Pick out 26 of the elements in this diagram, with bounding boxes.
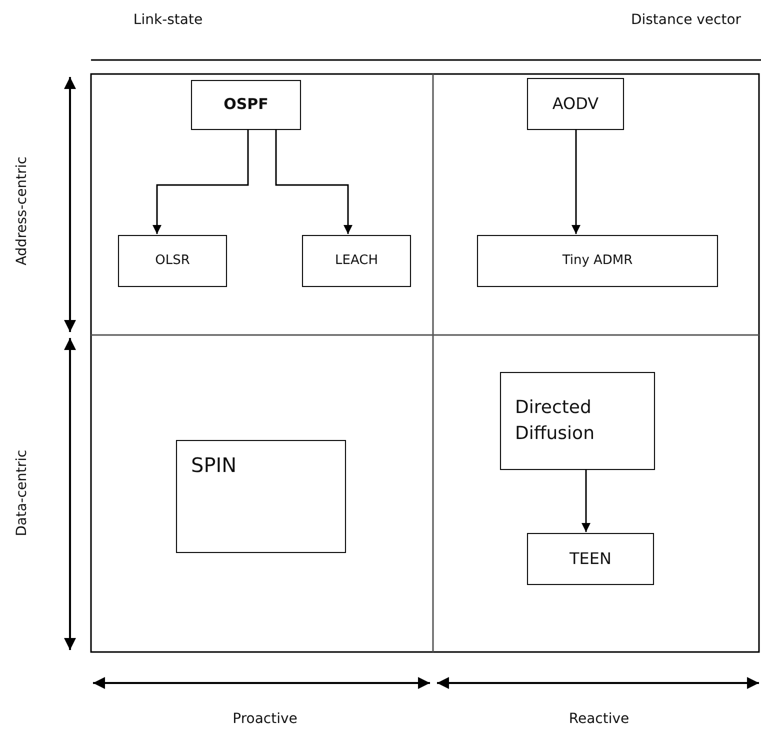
axis-label: Link-state [133, 12, 203, 28]
protocol-box [191, 80, 301, 130]
arrow [152, 130, 249, 234]
protocol-name: Directed Diffusion [515, 396, 596, 446]
protocol-box [500, 372, 655, 470]
protocol-box [527, 78, 624, 130]
protocol-name: OSPF [224, 94, 268, 116]
protocol-name: LEACH [335, 252, 378, 270]
protocol-box [176, 440, 346, 553]
protocol-box [302, 235, 411, 287]
axis-label: Address-centric [14, 156, 30, 266]
axis-label: Distance vector [630, 12, 742, 28]
axis-label: Data-centric [14, 450, 30, 536]
arrow [582, 470, 590, 532]
protocol-box [527, 533, 654, 585]
axis-label: Proactive [232, 711, 298, 727]
protocol-name: SPIN [191, 452, 237, 479]
protocol-name: OLSR [155, 252, 190, 270]
arrow [275, 130, 352, 234]
arrow [572, 130, 580, 234]
protocol-box [118, 235, 227, 287]
protocol-name: Tiny ADMR [562, 252, 633, 270]
protocol-name: AODV [552, 93, 599, 116]
protocol-name: TEEN [570, 548, 612, 570]
protocol-box [477, 235, 718, 287]
axis-label: Reactive [568, 711, 630, 727]
